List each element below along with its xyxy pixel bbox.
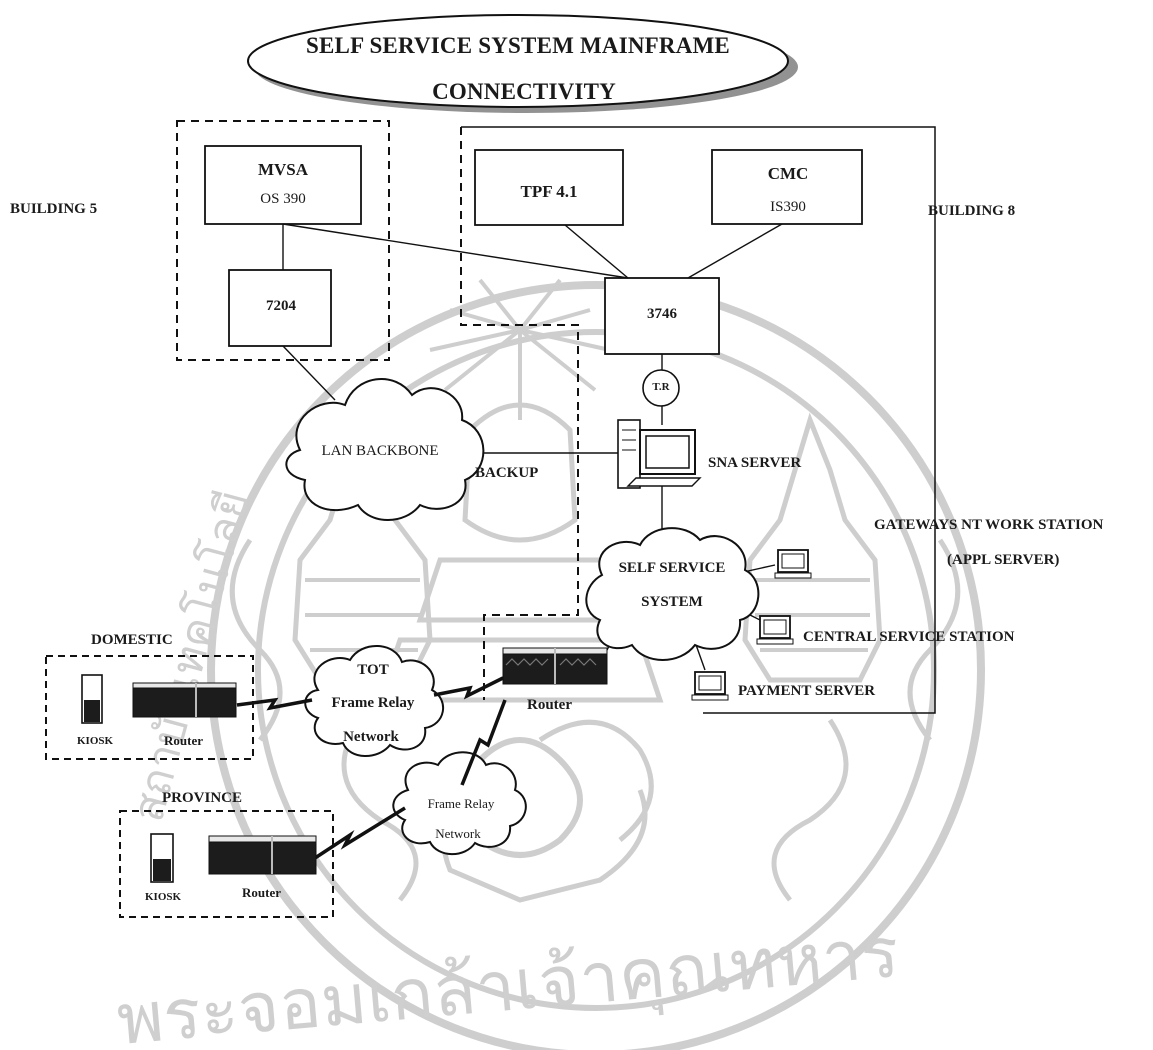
self-service-line-2: SYSTEM <box>641 594 703 611</box>
domestic-router-device <box>133 683 236 717</box>
sna-server-computer <box>618 420 700 488</box>
label-7204: 7204 <box>266 298 296 315</box>
domestic-kiosk-label: KIOSK <box>77 735 113 747</box>
payment-server-label: PAYMENT SERVER <box>738 683 875 700</box>
domestic-kiosk <box>82 675 102 723</box>
cmc-os: IS390 <box>770 199 806 216</box>
cmc-name: CMC <box>768 164 809 184</box>
building-5-label: BUILDING 5 <box>10 201 97 218</box>
sna-server-label: SNA SERVER <box>708 455 801 472</box>
central-service-workstation <box>757 616 793 644</box>
title-line-1: SELF SERVICE SYSTEM MAINFRAME <box>306 33 730 59</box>
watermark-thai-text: พระจอมเกล้าเจ้าคุณทหาร <box>114 911 903 1050</box>
title-line-2: CONNECTIVITY <box>432 79 616 105</box>
central-service-station-label: CENTRAL SERVICE STATION <box>803 629 1014 646</box>
province-router-device <box>209 836 316 874</box>
domestic-router-label: Router <box>164 733 203 749</box>
mvsa-host-box <box>205 146 361 224</box>
label-3746: 3746 <box>647 306 677 323</box>
province-title: PROVINCE <box>162 790 242 807</box>
backup-label: BACKUP <box>475 465 538 482</box>
gateways-label: GATEWAYS NT WORK STATION <box>874 517 1103 534</box>
main-router-label: Router <box>527 697 572 714</box>
mvsa-name: MVSA <box>258 160 308 180</box>
building-8-label: BUILDING 8 <box>928 203 1015 220</box>
tot-line-1: TOT <box>357 662 388 679</box>
label-token-ring: T.R <box>652 381 669 393</box>
province-kiosk-label: KIOSK <box>145 891 181 903</box>
payment-server-workstation <box>692 672 728 700</box>
tpf-name: TPF 4.1 <box>521 182 578 202</box>
appl-server-label: (APPL SERVER) <box>947 552 1059 569</box>
frame-relay-line-1: Frame Relay <box>428 796 495 812</box>
mvsa-os: OS 390 <box>260 191 305 208</box>
province-kiosk <box>151 834 173 882</box>
gateway-workstation <box>775 550 811 578</box>
domestic-title: DOMESTIC <box>91 632 173 649</box>
province-router-label: Router <box>242 885 281 901</box>
lan-backbone-label: LAN BACKBONE <box>321 443 438 460</box>
frame-relay-line-2: Network <box>435 826 481 842</box>
tot-line-2: Frame Relay <box>332 695 415 712</box>
main-router-device <box>503 648 607 684</box>
tot-line-3: Network <box>343 729 399 746</box>
self-service-line-1: SELF SERVICE <box>619 560 726 577</box>
